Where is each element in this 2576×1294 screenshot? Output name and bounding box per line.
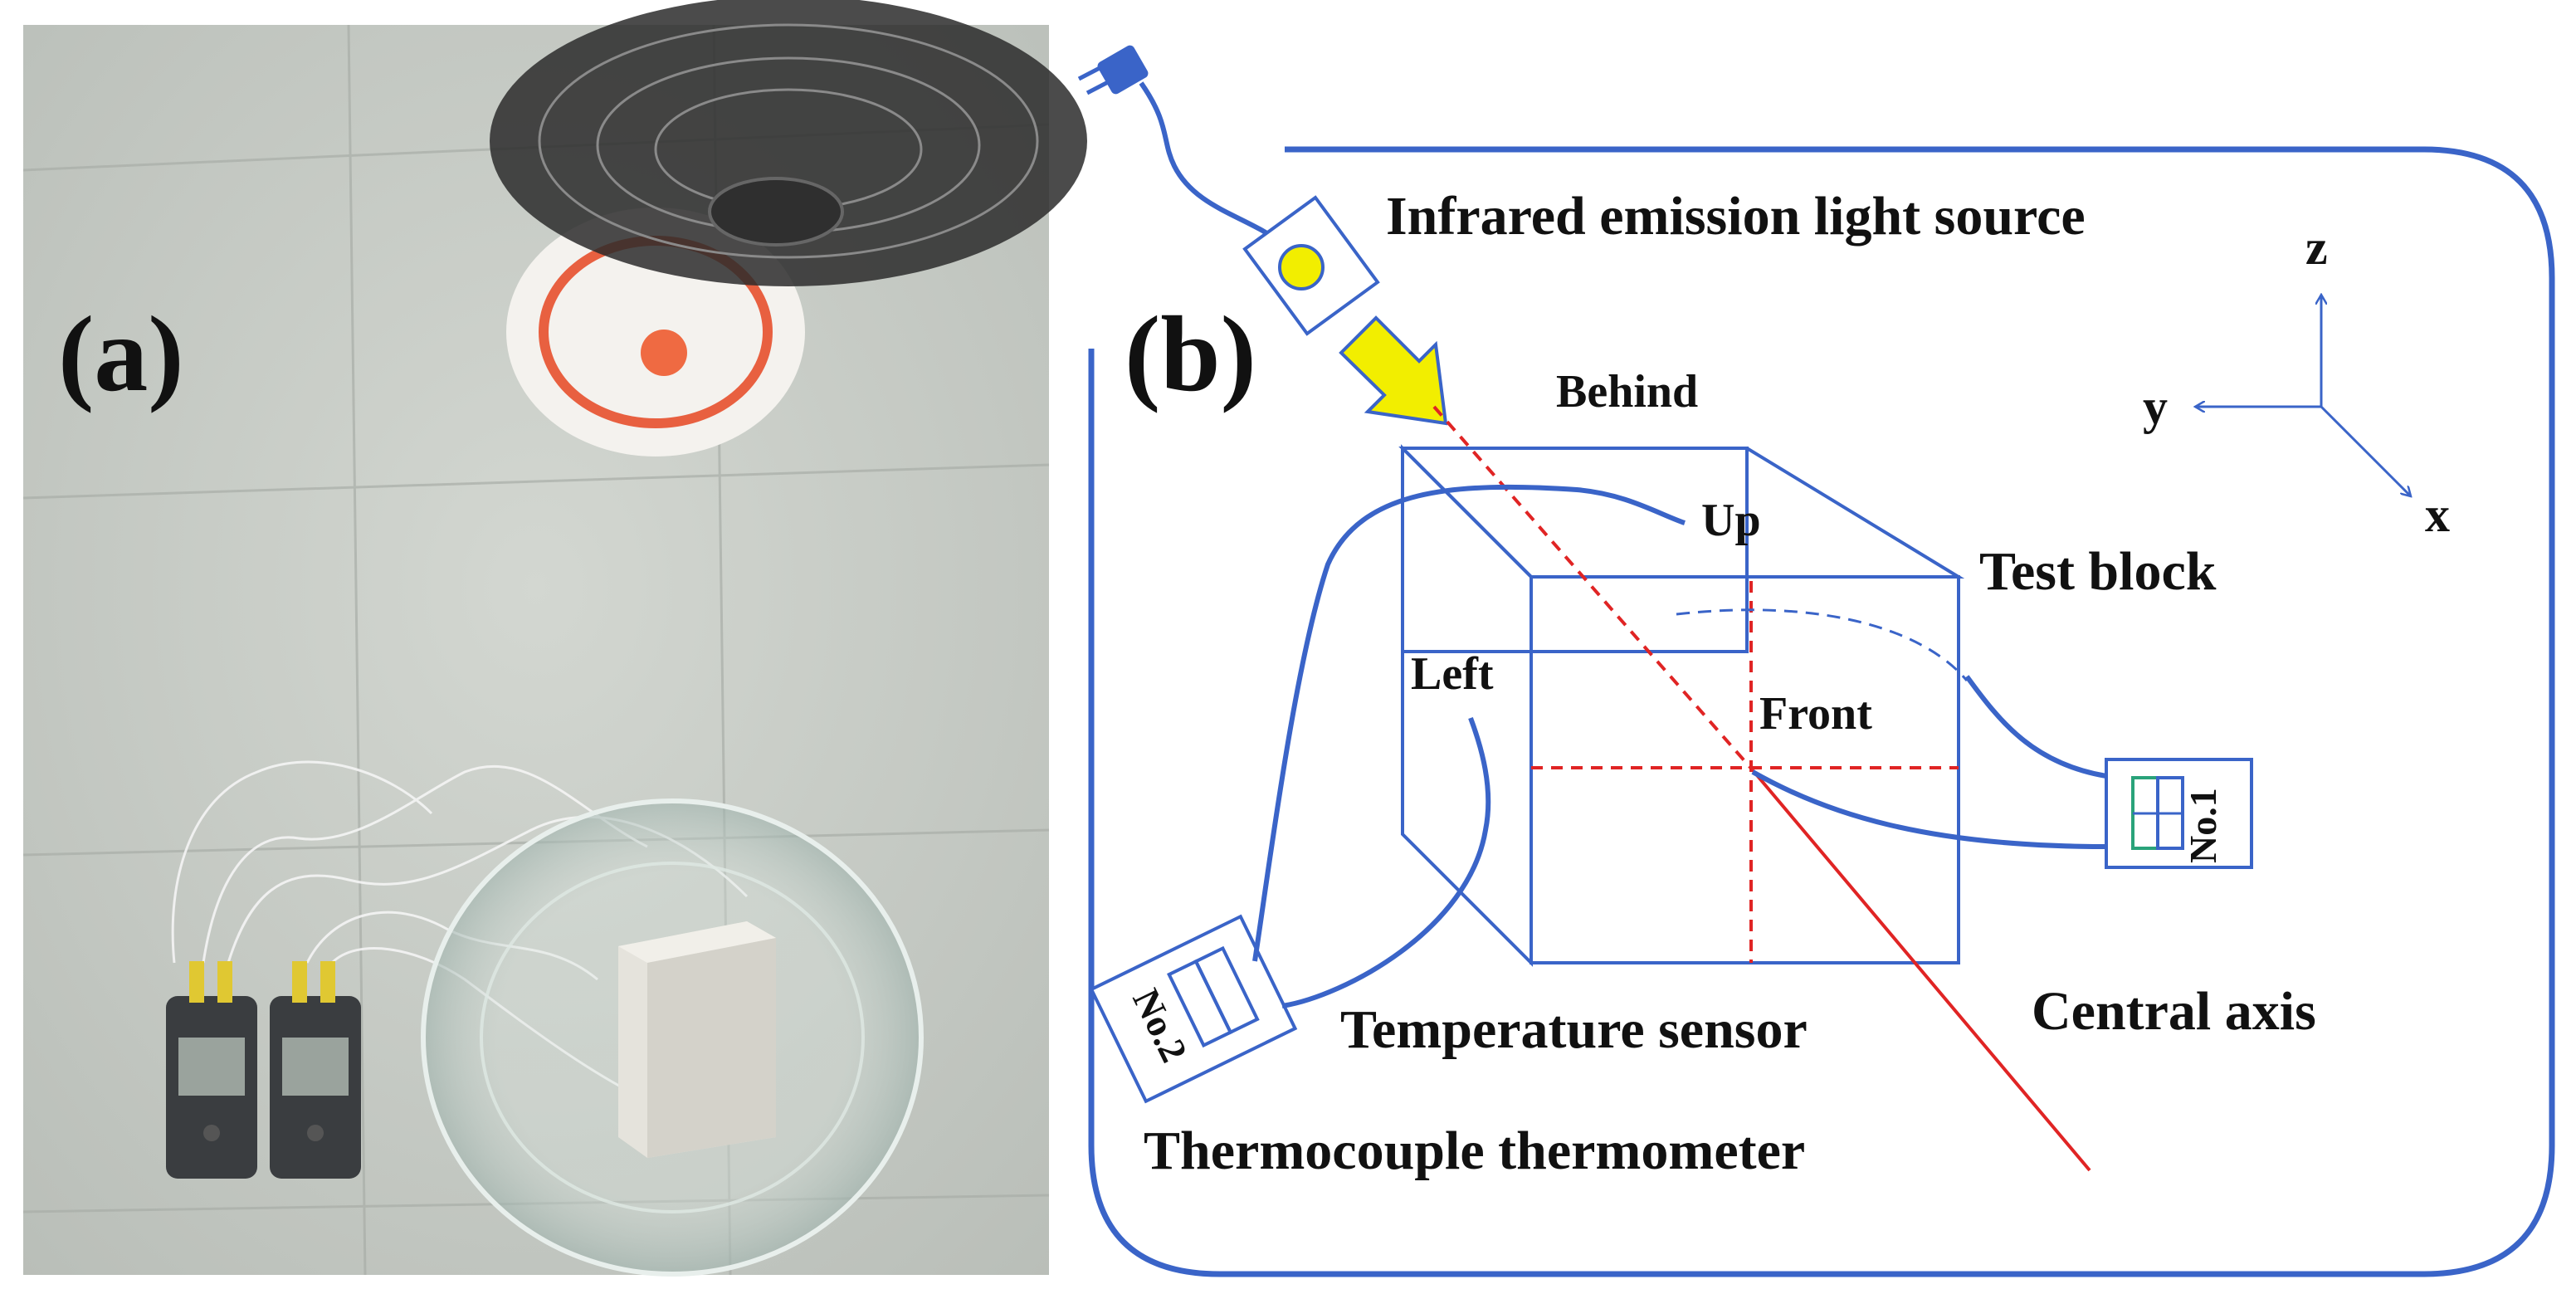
thermocouple-thermometer-2 xyxy=(270,961,361,1179)
temperature-sensor-label: Temperature sensor xyxy=(1340,999,1808,1060)
power-plug xyxy=(1077,45,1149,95)
panel-a-label: (a) xyxy=(58,295,184,414)
central-axis-label: Central axis xyxy=(2032,981,2316,1042)
panel-b-label: (b) xyxy=(1125,295,1256,414)
x-axis xyxy=(2320,405,2411,496)
panel-a-photo: (a) xyxy=(22,0,1087,1277)
front-label: Front xyxy=(1759,688,1872,740)
test-block xyxy=(618,921,776,1158)
infrared-light-source xyxy=(1242,195,1380,336)
internal-probe-path xyxy=(1676,608,1969,681)
test-block-cube xyxy=(1398,444,1965,967)
light-direction-arrow xyxy=(1339,315,1448,426)
behind-label: Behind xyxy=(1556,366,1698,417)
thermocouple-thermometer-1 xyxy=(166,961,257,1179)
meter-1-label: No.1 xyxy=(2182,788,2224,863)
test-block-label: Test block xyxy=(1979,541,2217,602)
central-axis-solid xyxy=(1751,769,2091,1172)
power-cord xyxy=(1139,81,1280,243)
central-axis-dashed xyxy=(1432,405,1754,772)
sensor-wires xyxy=(1252,484,2107,1008)
thermometer-label: Thermocouple thermometer xyxy=(1144,1121,1805,1181)
front-face-crosshair xyxy=(1531,581,1959,963)
cube-back-face xyxy=(1401,447,1749,653)
z-axis-label: z xyxy=(2305,220,2328,275)
fan-guard xyxy=(490,0,1087,286)
diagram-frame xyxy=(1088,146,2555,1277)
fan-hub xyxy=(708,177,844,247)
panel-b-diagram: Infrared emission light source (b) Behin… xyxy=(1077,45,2555,1277)
cube-top-face xyxy=(1398,447,1965,579)
coordinate-axes xyxy=(2195,295,2411,496)
light-bulb xyxy=(1278,244,1325,291)
thermometer-no2: No.2 xyxy=(1089,914,1298,1104)
desk-fan xyxy=(490,0,1087,457)
light-source-label: Infrared emission light source xyxy=(1386,186,2086,247)
up-label: Up xyxy=(1701,495,1761,546)
left-label: Left xyxy=(1411,648,1494,700)
cube-front-face xyxy=(1530,575,1960,964)
thermometer-no1: No.1 xyxy=(2105,758,2253,869)
x-axis-label: x xyxy=(2425,487,2450,542)
fan-knob xyxy=(641,330,687,376)
y-axis-label: y xyxy=(2143,379,2168,434)
